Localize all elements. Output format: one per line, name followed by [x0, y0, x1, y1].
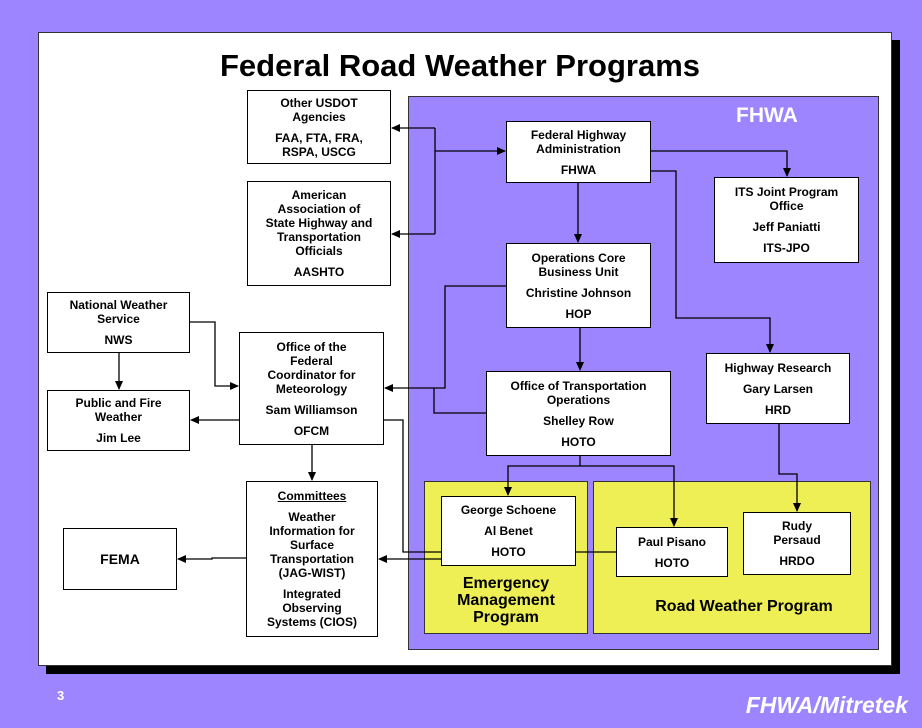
page-title: Federal Road Weather Programs	[219, 48, 701, 83]
box-line: Systems (CIOS)	[266, 615, 358, 629]
box-line: ITS-JPO	[763, 241, 810, 255]
box-line: George Schoene	[460, 503, 557, 517]
box-line: AASHTO	[293, 265, 345, 279]
box-line: Office	[769, 199, 804, 213]
hoto-box: Office of Transportation Operations Shel…	[486, 371, 671, 456]
box-line: HOTO	[654, 555, 690, 570]
box-line: Christine Johnson	[525, 285, 632, 300]
region-label-line: Management	[457, 592, 555, 609]
aashto-box: American Association of State Highway an…	[247, 181, 391, 286]
box-line: Shelley Row	[543, 413, 614, 428]
ofcm-box: Office of the Federal Coordinator for Me…	[239, 332, 384, 445]
box-line: Gary Larsen	[742, 381, 814, 396]
region-label-line: Program	[473, 609, 539, 626]
box-line: Federal	[290, 353, 333, 368]
nws-box: National Weather Service NWS	[47, 292, 190, 353]
box-line: Transportation	[276, 230, 361, 244]
box-line: ITS Joint Program	[734, 185, 839, 199]
box-line: Surface	[289, 538, 335, 552]
box-line: State Highway and	[265, 216, 373, 230]
fhwa-region-label: FHWA	[736, 104, 798, 127]
persaud-box: Rudy Persaud HRDO	[743, 512, 851, 575]
box-line: Coordinator for	[267, 367, 356, 382]
box-line: Service	[97, 312, 140, 326]
box-line: Meteorology	[275, 381, 348, 396]
box-line: FEMA	[100, 551, 140, 567]
pisano-box: Paul Pisano HOTO	[616, 527, 728, 577]
its-jpo-box: ITS Joint Program Office Jeff Paniatti I…	[714, 177, 859, 263]
box-line: FAA, FTA, FRA,	[275, 130, 363, 145]
box-line: Observing	[282, 601, 342, 615]
road-weather-program-label: Road Weather Program	[655, 598, 833, 615]
box-line: Transportation	[269, 552, 354, 566]
box-line: Business Unit	[538, 264, 619, 279]
line-hoto-to-ofcm	[433, 388, 486, 414]
page-number: 3	[57, 688, 65, 703]
arrow-hoto-to-pisano	[580, 465, 678, 527]
box-line: HRD	[765, 402, 791, 417]
fhwa-admin-box: Federal Highway Administration FHWA	[506, 121, 651, 183]
box-line: HOTO	[561, 434, 596, 449]
box-line: Sam Williamson	[265, 402, 358, 417]
box-line: Committees	[277, 489, 347, 503]
emergency-management-label: Emergency Management Program	[427, 575, 585, 626]
box-line: Officials	[295, 244, 343, 258]
hop-box: Operations Core Business Unit Christine …	[506, 243, 651, 328]
box-line: Office of the	[276, 339, 347, 354]
box-line: Administration	[536, 141, 621, 156]
box-line: Integrated	[282, 587, 341, 601]
box-line: Jim Lee	[96, 431, 141, 445]
box-line: Public and Fire	[75, 396, 162, 410]
committees-box: Committees Weather Information for Surfa…	[246, 481, 378, 637]
line-ofcm-to-schoene	[384, 419, 441, 553]
box-line: HOP	[565, 306, 592, 321]
box-line: Information for	[269, 524, 355, 538]
box-line: HRDO	[779, 554, 815, 568]
box-line: Federal Highway	[530, 127, 627, 142]
box-line: OFCM	[293, 423, 330, 438]
brand-footer: FHWA/Mitretek	[745, 692, 908, 718]
box-line: National Weather	[69, 298, 168, 312]
box-line: Operations	[546, 392, 611, 407]
box-line: RSPA, USCG	[282, 144, 356, 159]
schoene-benet-box: George Schoene Al Benet HOTO	[441, 496, 576, 566]
box-line: Weather	[288, 510, 336, 524]
box-line: Highway Research	[724, 360, 832, 375]
box-line: Jeff Paniatti	[752, 220, 821, 234]
box-line: (JAG-WIST)	[278, 566, 346, 580]
public-fire-weather-box: Public and Fire Weather Jim Lee	[47, 390, 190, 451]
arrow-to-highway-research	[651, 170, 774, 353]
box-line: Al Benet	[484, 524, 533, 538]
box-line: NWS	[104, 333, 133, 347]
box-line: Office of Transportation	[510, 378, 647, 393]
arrow-to-its-jpo	[651, 150, 791, 177]
arrow-hrd-to-persaud	[778, 424, 801, 512]
box-line: Agencies	[292, 109, 346, 124]
highway-research-box: Highway Research Gary Larsen HRD	[706, 353, 850, 424]
usdot-agencies-box: Other USDOT Agencies FAA, FTA, FRA, RSPA…	[247, 90, 391, 164]
fema-box: FEMA	[63, 528, 177, 590]
box-line: Weather	[94, 410, 143, 424]
box-line: Paul Pisano	[637, 534, 707, 549]
box-line: Association of	[277, 202, 361, 216]
arrow-hop-to-ofcm	[384, 285, 506, 392]
arrow-nws-to-ofcm	[190, 321, 239, 390]
box-line: Operations Core	[531, 250, 626, 265]
box-line: HOTO	[491, 545, 526, 559]
arrow-committees-to-fema	[177, 555, 246, 563]
box-line: FHWA	[560, 162, 597, 177]
arrow-hoto-to-schoene	[504, 465, 580, 496]
box-line: American	[291, 188, 347, 202]
box-line: Rudy	[782, 519, 812, 533]
region-label-line: Emergency	[462, 575, 550, 592]
box-line: Persaud	[773, 533, 821, 547]
box-line: Other USDOT	[280, 95, 358, 110]
